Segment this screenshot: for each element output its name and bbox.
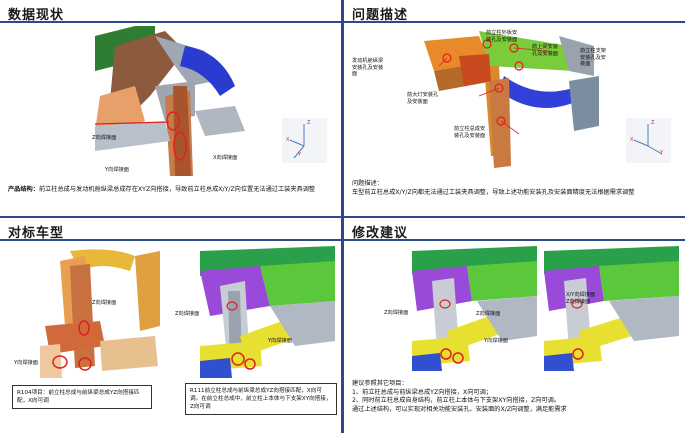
suggestion-line-0: 建议参照其它项目： [352, 380, 408, 387]
quadrant-data-status: 数据现状 Z向焊接面 X向焊接面 Y向焊接面 Z X Y 产品结构：前立柱总成与… [0, 0, 341, 216]
cad-image-suggest-b [544, 246, 679, 371]
label-z-weld: Z向焊接面 [92, 135, 117, 141]
caption-label: 产品结构： [8, 186, 39, 193]
quadrant-suggestion: 修改建议 Z向焊接面 Z向焊接面 Y向焊接面 X/Y向焊接面 Z向焊接面 建议参 [344, 218, 685, 433]
label-z-weld: Z向焊接面 [384, 310, 409, 316]
title-rule [344, 239, 685, 241]
label-z-weld-2: Z向焊接面 [175, 311, 200, 317]
label-y-weld: Y向焊接面 [105, 167, 129, 173]
label-front-beam: 前上梁安装孔及安装面 [532, 44, 558, 57]
axis-y-label: Y [298, 152, 302, 158]
cad-image-pillar [95, 26, 265, 176]
label-y-weld: Y向焊接面 [14, 360, 38, 366]
title-rule [0, 21, 341, 23]
section-caption: 产品结构：前立柱总成与发动机舱纵梁总成存在XYZ向搭接，导致前立柱总成X/Y/Z… [8, 186, 333, 195]
label-pillar-bracket: 前立柱支架安装孔及安装面 [580, 48, 606, 67]
label-xy-weld: X/Y向焊接面 Z向焊接面 [566, 292, 616, 305]
label-y-weld: Y向焊接面 [484, 338, 508, 344]
label-xy-weld-line2: Z向焊接面 [566, 298, 591, 305]
suggestion-line-1: 1、前立柱总成与前纵梁总成YZ向搭接，X向可调； [352, 388, 492, 396]
axis-x-label: X [286, 137, 290, 143]
label-y-weld-2: Y向焊接面 [268, 338, 292, 344]
suggestion-line-3: 通过上述结构，可以实现对相关功能安装孔、安装面的X/Z向调整，满足能需求 [352, 405, 567, 413]
axis-triad [282, 118, 327, 163]
cad-image-problem [419, 26, 599, 176]
note-r111: R111前立柱总成与前纵梁总成YZ向搭接匹配，X向可调。在前立柱总成中，前立柱上… [185, 383, 337, 415]
axis-z-label: Z [651, 120, 655, 126]
caption-text: 车型前立柱总成X/Y/Z向都无法通过工装夹具调整，导致上述功能安装孔及安装面精度… [352, 188, 635, 196]
cad-image-r111 [200, 246, 335, 378]
section-title: 问题描述 [352, 8, 409, 23]
label-xy-weld-line1: X/Y向焊接面 [566, 292, 596, 298]
section-title: 对标车型 [8, 226, 65, 241]
axis-y-label: Y [660, 150, 664, 156]
note-r104: R104项目：前立柱总成与前纵梁总成YZ向搭接匹配，X向可调 [12, 385, 152, 409]
label-x-weld: X向焊接面 [213, 155, 238, 161]
label-pillar-assy: 前立柱总成安装孔及安装面 [454, 126, 486, 139]
label-engine-rail: 发动机舱纵梁安装孔及安装面 [352, 58, 384, 77]
cad-image-suggest-a [412, 246, 537, 371]
title-rule [0, 239, 341, 241]
horizontal-divider [0, 216, 685, 218]
label-z-weld-2: Z向焊接面 [476, 311, 501, 317]
quadrant-benchmark: 对标车型 Z向焊接面 Y向焊接面 Z向焊接面 Y向焊接面 R104项目：前立柱总… [0, 218, 341, 433]
axis-x-label: X [630, 137, 634, 143]
label-z-weld: Z向焊接面 [92, 300, 117, 306]
label-pillar-outer: 前立柱外板安装孔及安装面 [486, 30, 518, 43]
section-title: 修改建议 [352, 226, 409, 241]
section-caption: 问题描述： 车型前立柱总成X/Y/Z向都无法通过工装夹具调整，导致上述功能安装孔… [352, 180, 677, 197]
axis-triad [626, 118, 671, 163]
caption-label: 问题描述： [352, 180, 383, 187]
label-headlamp: 前大灯安装孔及安装面 [407, 92, 439, 105]
suggestion-line-2: 2、同时前立柱总成自身结构，前立柱上本体与下支架XY向搭接，Z向可调。 [352, 397, 561, 404]
axis-z-label: Z [307, 120, 311, 126]
cad-image-r104 [40, 246, 160, 378]
title-rule [344, 21, 685, 23]
quadrant-problem: 问题描述 发动机舱纵梁安装孔及安装面 前立柱外板安装孔及安装面 前上梁安装孔及安… [344, 0, 685, 216]
section-title: 数据现状 [8, 8, 65, 23]
suggestion-text: 建议参照其它项目： 1、前立柱总成与前纵梁总成YZ向搭接，X向可调； 2、同时前… [352, 380, 682, 414]
caption-text: 前立柱总成与发动机舱纵梁总成存在XYZ向搭接，导致前立柱总成X/Y/Z向位置无法… [38, 186, 316, 193]
